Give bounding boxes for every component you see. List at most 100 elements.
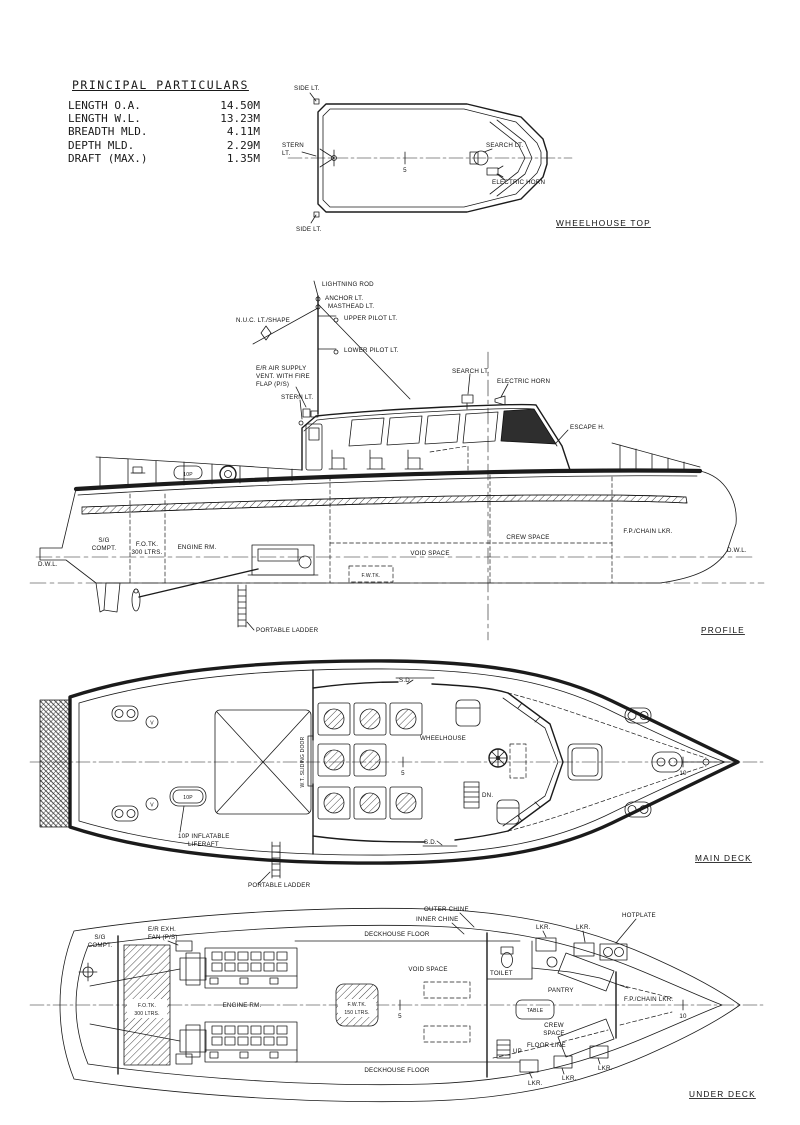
label-station-5: 5 xyxy=(403,167,407,174)
principal-particulars-table: PRINCIPAL PARTICULARS LENGTH O.A.14.50M … xyxy=(68,78,260,165)
profile-internal-arrangement xyxy=(129,474,613,584)
label-station-5: 5 xyxy=(401,770,405,777)
label-void-space: VOID SPACE xyxy=(410,550,449,557)
label-upper-pilot-lt: UPPER PILOT LT. xyxy=(344,315,397,322)
passenger-seats xyxy=(317,702,423,820)
portable-ladder-symbol xyxy=(237,584,255,631)
label-fw-tank: F.W.TK. xyxy=(362,573,381,579)
particulars-row: DRAFT (MAX.) 1.35M xyxy=(68,152,260,165)
foredeck-fittings xyxy=(567,707,731,818)
label-nuc-lt-shape: N.U.C. LT./SHAPE xyxy=(236,317,290,324)
profile-leader-lines xyxy=(295,373,569,444)
deckhouse-plan xyxy=(307,669,564,855)
label-sg-compt-2: COMPT. xyxy=(92,545,117,552)
label-lkr-bottom-1: LKR. xyxy=(528,1080,543,1087)
midship-spaces xyxy=(335,932,488,1078)
label-inner-chine: INNER CHINE xyxy=(416,916,458,923)
label-liferaft-10p: 10P xyxy=(183,795,193,801)
profile-view: LIGHTNING ROD ANCHOR LT. MASTHEAD LT. UP… xyxy=(29,280,765,641)
label-er-vent-3: FLAP (P/S) xyxy=(256,381,289,388)
label-crew-space: CREW SPACE xyxy=(506,534,549,541)
label-lkr-bottom-3: LKR. xyxy=(598,1065,613,1072)
profile-mast xyxy=(252,280,411,415)
label-lkr-top-2: LKR. xyxy=(576,924,591,931)
label-sd-top: S.D. xyxy=(399,677,412,684)
label-vent-bottom: V xyxy=(150,803,154,809)
label-wheelhouse: WHEELHOUSE xyxy=(420,735,466,742)
label-liferaft-note-2: LIFERAFT xyxy=(188,841,219,848)
label-station-10: 10 xyxy=(679,1013,687,1020)
label-lkr-bottom-2: LKR. xyxy=(562,1075,577,1082)
accommodation xyxy=(486,918,673,1079)
label-up: UP xyxy=(513,1048,522,1055)
label-electric-horn: ELECTRIC HORN xyxy=(497,378,550,385)
label-floor-line: FLOOR LINE xyxy=(527,1042,566,1049)
label-side-lt-bottom: SIDE LT. xyxy=(296,226,322,233)
label-er-fan-2: FAN (P/S) xyxy=(148,934,178,941)
label-escape-hatch: ESCAPE H. xyxy=(570,424,605,431)
label-portable-ladder: PORTABLE LADDER xyxy=(248,882,311,889)
particular-label: LENGTH W.L. xyxy=(68,112,141,126)
label-vent-top: V xyxy=(150,721,154,727)
label-station-5: 5 xyxy=(398,1013,402,1020)
particulars-row: DEPTH MLD. 2.29M xyxy=(68,139,260,152)
caption-profile: PROFILE xyxy=(701,625,745,635)
caption-main-deck: MAIN DECK xyxy=(695,853,752,863)
particulars-row: LENGTH O.A. 14.50M xyxy=(68,99,260,112)
profile-deck-fittings xyxy=(95,442,701,488)
caption-under-deck: UNDER DECK xyxy=(689,1089,756,1099)
label-masthead-lt: MASTHEAD LT. xyxy=(328,303,374,310)
particular-value: 14.50M xyxy=(220,99,260,112)
label-deckhouse-floor-bottom: DECKHOUSE FLOOR xyxy=(364,1067,430,1074)
particular-value: 1.35M xyxy=(226,151,260,165)
particular-label: LENGTH O.A. xyxy=(68,99,141,112)
label-table: TABLE xyxy=(527,1008,544,1014)
label-electric-horn: ELECTRIC HORN xyxy=(492,179,545,186)
wheelhouse-top-linework xyxy=(287,92,573,224)
label-fo-tank-2: 300 LTRS. xyxy=(134,1011,159,1017)
electric-horn-symbol xyxy=(486,165,504,178)
label-engine-room: ENGINE RM. xyxy=(223,1002,262,1009)
label-deckhouse-floor-top: DECKHOUSE FLOOR xyxy=(364,931,430,938)
label-sg-compt-1: S/G xyxy=(94,934,105,941)
aft-deck-fittings xyxy=(111,705,312,833)
label-lightning-rod: LIGHTNING ROD xyxy=(322,281,374,288)
label-station-10: 10 xyxy=(679,770,687,777)
label-fo-tank-2: 300 LTRS. xyxy=(132,549,163,556)
particular-label: BREADTH MLD. xyxy=(68,125,148,139)
label-pantry: PANTRY xyxy=(548,987,574,994)
label-wt-sliding-door: W.T. SLIDING DOOR xyxy=(300,736,306,787)
main-deck-view: S.D. S.D. WHEELHOUSE DN. W.T. SLIDING DO… xyxy=(29,659,765,889)
main-deck-hull xyxy=(29,659,765,865)
label-lower-pilot-lt: LOWER PILOT LT. xyxy=(344,347,399,354)
label-fo-tank-1: F.O.TK. xyxy=(136,541,158,548)
profile-superstructure xyxy=(298,394,571,471)
aft-machinery xyxy=(78,935,298,1075)
label-search-lt: SEARCH LT. xyxy=(452,368,489,375)
label-dn: DN. xyxy=(482,792,493,799)
label-engine-room: ENGINE RM. xyxy=(178,544,217,551)
label-dwl-right: D.W.L. xyxy=(727,547,747,554)
label-er-fan-1: E/R EXH. xyxy=(148,926,176,933)
label-er-vent-2: VENT. WITH FIRE xyxy=(256,373,310,380)
particular-label: DEPTH MLD. xyxy=(68,138,135,152)
wheelhouse-interior xyxy=(455,699,527,825)
label-toilet: TOILET xyxy=(490,970,513,977)
label-outer-chine: OUTER CHINE xyxy=(424,906,469,913)
search-light-symbol xyxy=(469,150,489,166)
label-hotplate: HOTPLATE xyxy=(622,912,656,919)
label-lkr-top-1: LKR. xyxy=(536,924,551,931)
particular-label: DRAFT (MAX.) xyxy=(68,151,148,165)
particular-value: 2.29M xyxy=(226,138,260,152)
label-void-space: VOID SPACE xyxy=(408,966,447,973)
label-fp-chain-locker: F.P./CHAIN LKR. xyxy=(624,996,673,1003)
profile-hull-linework xyxy=(29,351,765,641)
label-liferaft-note-1: 10P INFLATABLE xyxy=(178,833,230,840)
label-liferaft-10p: 10P xyxy=(183,472,193,478)
label-dwl-left: D.W.L. xyxy=(38,561,58,568)
label-fw-tank-2: 150 LTRS. xyxy=(344,1010,369,1016)
label-sg-compt-1: S/G xyxy=(98,537,109,544)
label-sg-compt-2: COMPT. xyxy=(88,942,113,949)
label-er-vent-1: E/R AIR SUPPLY xyxy=(256,365,306,372)
